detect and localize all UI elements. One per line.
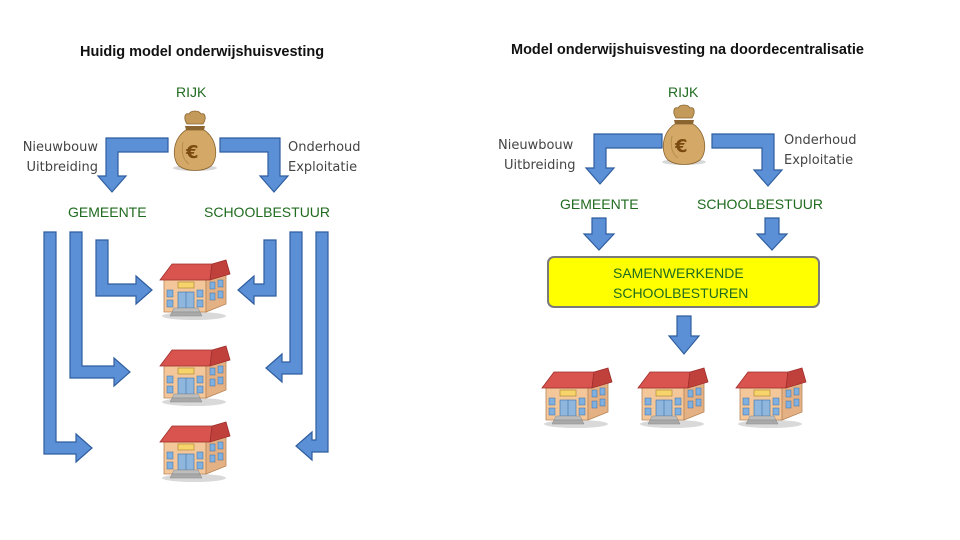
arrow-samenwerkende-to-schools: [667, 315, 701, 355]
arrow-rijk-to-gemeente-right: [584, 133, 663, 185]
onderhoud-text: Onderhoud: [784, 133, 857, 148]
arrow-schoolbestuur-to-samenwerkende: [755, 217, 789, 251]
euro-symbol-right: €: [675, 136, 688, 157]
nieuwbouw-text: Nieuwbouw: [22, 140, 98, 155]
arrow-schoolbestuur-to-school-3: [295, 231, 329, 462]
gemeente-label-right: GEMEENTE: [560, 196, 639, 212]
rijk-label-left: RIJK: [176, 84, 207, 100]
arrow-gemeente-to-school-3: [43, 231, 93, 464]
school-building-icon: [541, 367, 613, 429]
school-building-icon: [159, 345, 231, 407]
right-diagram-title: Model onderwijshuisvesting na doordecent…: [511, 42, 864, 58]
schoolbesturen-text: SCHOOLBESTUREN: [613, 285, 749, 301]
school-building-icon: [735, 367, 807, 429]
nieuwbouw-text: Nieuwbouw: [498, 138, 574, 153]
gemeente-label-left: GEMEENTE: [68, 204, 147, 220]
school-building-icon: [637, 367, 709, 429]
arrow-rijk-to-schoolbestuur-right: [711, 133, 784, 187]
onderhoud-exploitatie-label-right: Onderhoud Exploitatie: [784, 131, 857, 171]
arrow-gemeente-to-samenwerkende: [582, 217, 616, 251]
exploitatie-text: Exploitatie: [288, 160, 358, 175]
rijk-label-right: RIJK: [668, 84, 699, 100]
arrow-gemeente-to-school-1: [95, 239, 153, 306]
arrow-schoolbestuur-to-school-1: [237, 239, 277, 306]
exploitatie-text: Exploitatie: [784, 153, 854, 168]
onderhoud-text: Onderhoud: [288, 140, 361, 155]
uitbreiding-text: Uitbreiding: [504, 158, 576, 173]
nieuwbouw-uitbreiding-label-left: Nieuwbouw Uitbreiding: [8, 138, 98, 178]
uitbreiding-text: Uitbreiding: [26, 160, 99, 175]
samenwerkende-schoolbesturen-box: SAMENWERKENDE SCHOOLBESTUREN: [547, 256, 820, 308]
left-diagram-title: Huidig model onderwijshuisvesting: [80, 44, 325, 60]
euro-symbol-left: €: [186, 142, 199, 163]
schoolbestuur-label-left: SCHOOLBESTUUR: [204, 204, 331, 220]
school-building-icon: [159, 259, 231, 321]
onderhoud-exploitatie-label-left: Onderhoud Exploitatie: [288, 138, 361, 178]
arrow-gemeente-to-school-2: [69, 231, 131, 388]
arrow-schoolbestuur-to-school-2: [265, 231, 303, 384]
samenwerkende-text: SAMENWERKENDE: [613, 265, 744, 281]
schoolbestuur-label-right: SCHOOLBESTUUR: [697, 196, 824, 212]
arrow-rijk-to-schoolbestuur-left: [219, 137, 290, 193]
arrow-rijk-to-gemeente-left: [96, 137, 169, 193]
school-building-icon: [159, 421, 231, 483]
nieuwbouw-uitbreiding-label-right: Nieuwbouw Uitbreiding: [498, 136, 576, 176]
